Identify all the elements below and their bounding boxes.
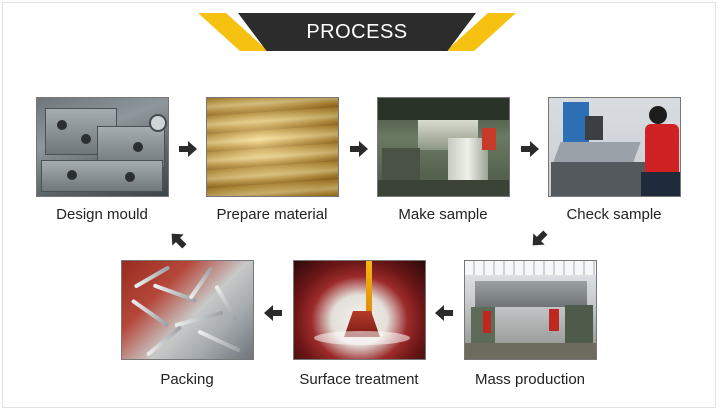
step-label-packing: Packing xyxy=(160,371,214,388)
page-frame xyxy=(2,2,716,408)
arrow-down-left-icon xyxy=(532,230,548,246)
step-label-make-sample: Make sample xyxy=(398,206,488,223)
surface-treatment-photo xyxy=(293,260,426,360)
arrow-left-icon xyxy=(264,305,282,321)
arrow-right-icon xyxy=(350,141,368,157)
packing-photo xyxy=(121,260,254,360)
step-label-prepare-material: Prepare material xyxy=(216,206,328,223)
arrow-right-icon xyxy=(179,141,197,157)
step-label-check-sample: Check sample xyxy=(566,206,662,223)
process-banner: PROCESS xyxy=(198,13,516,51)
prepare-material-photo xyxy=(206,97,339,197)
step-label-surface-treatment: Surface treatment xyxy=(299,371,419,388)
make-sample-photo xyxy=(377,97,510,197)
mass-production-photo xyxy=(464,260,597,360)
page-title: PROCESS xyxy=(306,20,408,43)
check-sample-photo xyxy=(548,97,681,197)
design-mould-photo xyxy=(36,97,169,197)
step-label-mass-production: Mass production xyxy=(474,371,586,388)
banner-title-box: PROCESS xyxy=(238,13,476,51)
arrow-left-icon xyxy=(435,305,453,321)
step-label-design-mould: Design mould xyxy=(56,206,148,223)
arrow-up-left-icon xyxy=(171,233,187,249)
arrow-right-icon xyxy=(521,141,539,157)
